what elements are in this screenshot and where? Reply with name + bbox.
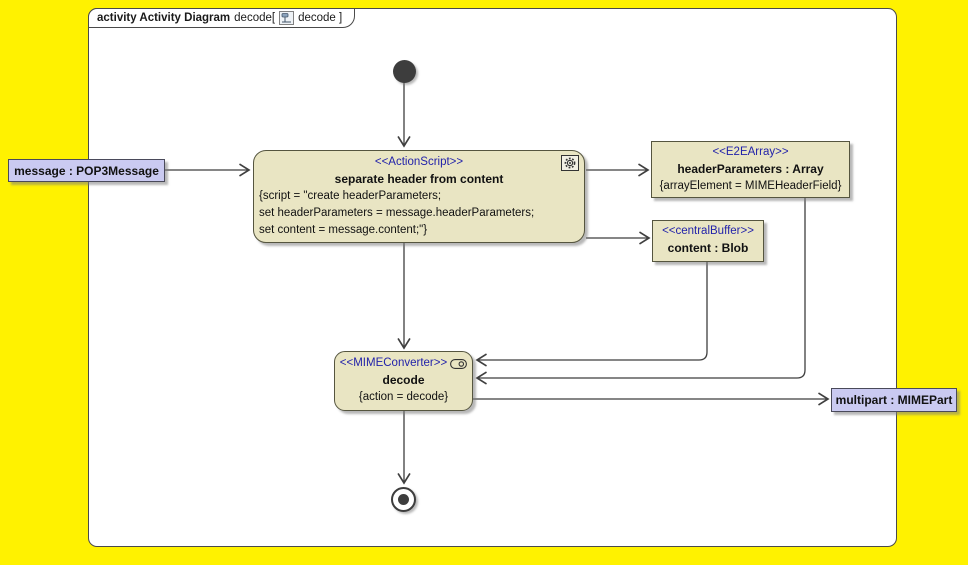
parameter-node-message[interactable]: message : POP3Message [8, 159, 165, 182]
content-blob-node[interactable]: <<centralBuffer>> content : Blob [652, 220, 764, 262]
parameter-multipart-label: multipart : MIMEPart [835, 393, 953, 407]
tab-title-suffix: decode ] [298, 11, 343, 24]
headerparameters-constraint: {arrayElement = MIMEHeaderField} [659, 180, 842, 192]
headerparameters-node[interactable]: <<E2EArray>> headerParameters : Array {a… [651, 141, 850, 198]
gear-icon[interactable] [561, 155, 579, 171]
tab-title-name: decode[ [234, 11, 276, 24]
decode-name: decode [382, 373, 425, 387]
action-name: separate header from content [334, 172, 504, 186]
headerparameters-stereotype: <<E2EArray>> [712, 146, 789, 158]
diagram-frame-tab[interactable]: activity Activity Diagram decode[ decode… [88, 8, 356, 28]
action-script-line: set headerParameters = message.headerPar… [259, 207, 535, 219]
decode-action-node[interactable]: <<MIMEConverter>> decode {action = decod… [334, 351, 473, 411]
activity-final-node[interactable] [391, 487, 416, 512]
headerparameters-name: headerParameters : Array [677, 162, 824, 176]
parameter-node-multipart[interactable]: multipart : MIMEPart [831, 388, 957, 412]
initial-node[interactable] [393, 60, 416, 83]
action-script-line: {script = "create headerParameters; [259, 190, 442, 202]
action-script-line: set content = message.content;"} [259, 224, 428, 236]
activity-diagram-frame [88, 8, 897, 547]
content-blob-stereotype: <<centralBuffer>> [662, 225, 754, 237]
action-stereotype: <<ActionScript>> [374, 156, 464, 168]
decode-stereotype: <<MIMEConverter>> [339, 357, 448, 369]
activity-diagram-icon [279, 10, 295, 25]
content-blob-name: content : Blob [667, 241, 749, 255]
final-node-dot [398, 494, 409, 505]
action-node-separate-header[interactable]: <<ActionScript>> separate header from co… [253, 150, 585, 243]
decode-constraint: {action = decode} [358, 391, 449, 403]
tab-title-kind: activity Activity Diagram [97, 11, 231, 24]
parameter-message-label: message : POP3Message [14, 163, 159, 178]
behavior-icon [450, 358, 468, 369]
